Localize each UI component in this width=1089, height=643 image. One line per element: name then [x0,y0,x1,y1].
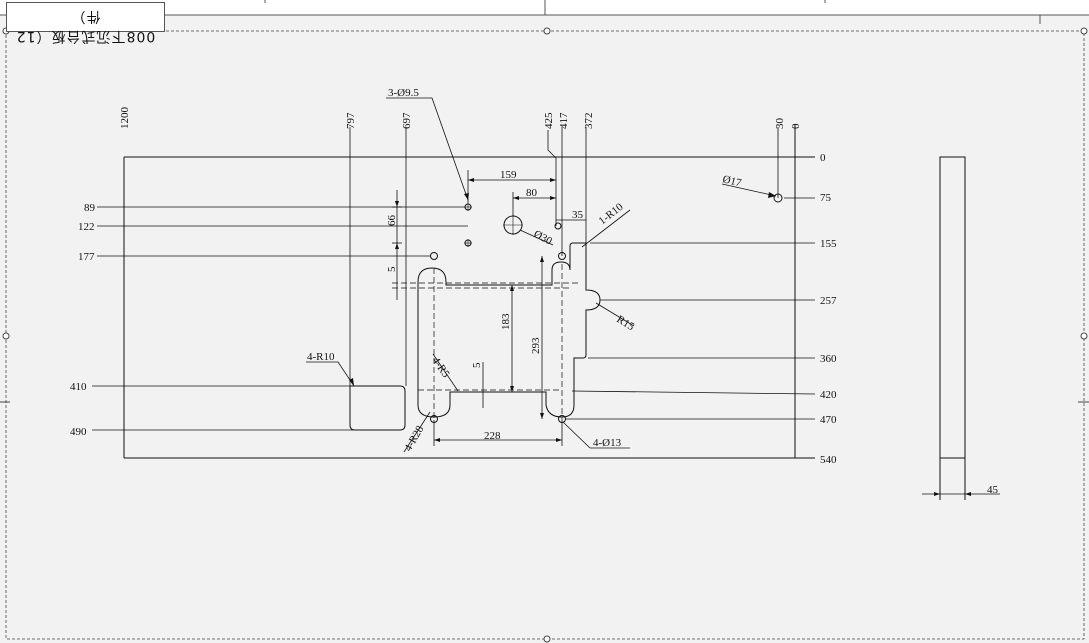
dim-228: 228 [484,430,501,442]
dim-66: 66 [386,215,398,227]
dim-159: 159 [500,169,517,181]
side-view [939,156,966,500]
hole-13 [430,252,438,260]
dim-697: 697 [401,112,413,129]
dim-293: 293 [530,337,542,354]
callout-3-holes-9-5: 3-Ø9.5 [388,87,419,99]
hole-9-5 [554,222,562,230]
handle-mid-left [2,332,10,340]
callout-labels: 3-Ø9.5 Ø17 Ø30 1-R10 R15 4-R10 4-R5 4-R2… [307,87,743,454]
callout-4-r28: 4-R28 [402,423,426,453]
callout-hole-30: Ø30 [532,228,555,248]
dim-797: 797 [345,112,357,129]
dim-v360: 360 [820,353,837,365]
callout-hole-17: Ø17 [721,173,743,189]
hole-17 [773,193,783,203]
arrowheads [349,178,971,496]
left-cutout [349,385,406,431]
callout-r15: R15 [614,313,636,333]
title-block-text: 008下沉式台板（12件） [15,8,156,44]
handle-top-right [1080,27,1088,35]
top-extension-lines [349,127,779,390]
dim-v410: 410 [70,381,87,393]
dim-183: 183 [500,313,512,330]
dim-417: 417 [558,112,570,129]
right-dimension-labels: 0 75 155 257 360 420 470 540 [820,152,837,466]
dim-v155: 155 [820,238,837,250]
dim-35: 35 [572,209,584,221]
dim-5-inner: 5 [471,362,483,368]
dim-30: 30 [774,118,786,130]
handle-mid-right [1080,332,1088,340]
dim-v470: 470 [820,414,837,426]
handle-top-mid [543,27,551,35]
dim-v122: 122 [78,221,95,233]
dim-v420: 420 [820,389,837,401]
dim-1200: 1200 [119,107,131,130]
callout-4-holes-13: 4-Ø13 [593,437,622,449]
right-extension-lines [565,197,816,420]
dim-v540: 540 [820,454,837,466]
horizontal-dimension-labels: 159 80 35 228 45 [484,169,999,496]
dim-0-top: 0 [790,123,802,129]
dim-v177: 177 [78,251,95,263]
dim-v257: 257 [820,295,837,307]
hole-13 [558,252,566,260]
dim-v75: 75 [820,192,832,204]
hole-crosshairs [464,203,523,247]
leader-lines [306,97,777,453]
dim-80: 80 [526,187,538,199]
dim-372: 372 [583,113,595,130]
top-dimension-labels: 1200 797 697 425 417 372 30 0 66 5 183 2… [119,107,802,369]
dim-v89: 89 [84,202,96,214]
callout-4-r10: 4-R10 [307,351,335,363]
handle-bottom-mid [543,635,551,643]
central-opening [417,242,601,418]
left-extension-lines [92,206,468,431]
dim-45: 45 [987,484,999,496]
callout-1-r10: 1-R10 [596,201,625,228]
dim-425: 425 [543,112,555,129]
plate-outline [123,125,815,459]
left-dimension-labels: 89 122 177 410 490 [70,202,96,438]
dim-v490: 490 [70,426,87,438]
title-block: 008下沉式台板（12件） [6,2,165,44]
dim-5-left: 5 [386,266,398,272]
center-lines [392,264,580,420]
dimension-lines [392,170,1000,495]
dim-v0: 0 [820,152,826,164]
